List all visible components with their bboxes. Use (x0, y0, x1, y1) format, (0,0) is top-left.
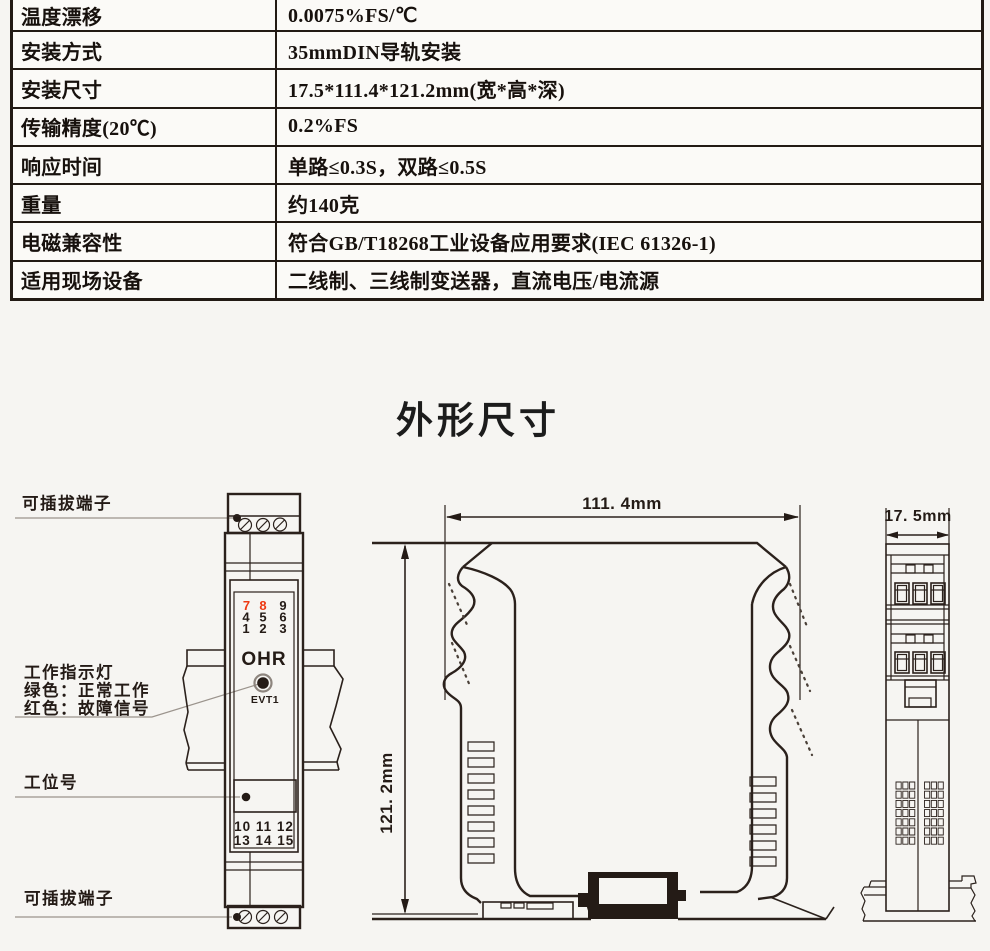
depth-dimension-label: 17. 5mm (884, 508, 952, 525)
terminal-number: 9 (279, 598, 286, 613)
callout-top-terminal: 可插拔端子 (22, 493, 112, 513)
vent-slots-left (467, 741, 495, 864)
spec-value: 单路≤0.3S，双路≤0.5S (275, 144, 984, 186)
din-rail-right (303, 649, 344, 771)
rail-latch (904, 679, 937, 708)
body-top-details (225, 533, 303, 580)
leader-dot (241, 792, 251, 802)
hidden-edge-dots-left (447, 582, 472, 688)
terminal-numbers-bottom-row2: 13 14 15 (234, 833, 295, 848)
section-title: 外形尺寸 (396, 400, 560, 441)
front-panel (229, 579, 299, 853)
body-bottom-details (225, 852, 303, 906)
spec-label: 响应时间 (10, 144, 277, 186)
rail-clip-slider (482, 901, 574, 920)
table-row: 温度漂移 0.0075%FS/℃ (10, 0, 984, 32)
terminal-number: 7 (243, 598, 250, 613)
terminal-number: 5 (259, 610, 266, 625)
arrowhead (886, 531, 898, 539)
spec-value: 二线制、三线制变送器，直流电压/电流源 (275, 259, 984, 301)
terminal-section-middle (886, 619, 949, 681)
callout-indicator-title: 工作指示灯 (24, 662, 114, 682)
arrowhead (784, 513, 799, 521)
body-split-line (886, 719, 949, 911)
front-view-drawing: 可插拔端子 工作指示灯 绿色：正常工作 红色：故障信号 工位号 可插拔端子 (15, 492, 344, 930)
top-terminal-block (226, 492, 302, 535)
rail-behind-body (860, 875, 977, 922)
terminal-number: 2 (259, 621, 266, 636)
led-label: EVT1 (251, 694, 279, 706)
end-view-drawing: 17. 5mm (860, 508, 977, 922)
module-body (223, 531, 305, 909)
arrowhead (401, 899, 409, 914)
spec-value: 符合GB/T18268工业设备应用要求(IEC 61326-1) (275, 221, 984, 262)
spec-value: 0.0075%FS/℃ (275, 0, 984, 32)
spec-label: 适用现场设备 (10, 259, 277, 301)
spec-value: 17.5*111.4*121.2mm(宽*高*深) (275, 68, 984, 109)
callout-indicator-green: 绿色：正常工作 (24, 680, 150, 700)
table-row: 重量 约140克 (10, 183, 984, 224)
status-led (253, 673, 273, 693)
din-rail-left (182, 649, 225, 771)
spec-label: 安装方式 (10, 29, 277, 71)
terminal-number: 8 (259, 598, 266, 613)
arrowhead (937, 531, 949, 539)
side-view-drawing: 111. 4mm 121. 2mm (372, 494, 835, 921)
terminal-number: 1 (242, 621, 249, 636)
table-row: 传输精度(20℃) 0.2%FS (10, 106, 984, 147)
terminal-number: 3 (279, 621, 286, 636)
spec-value: 约140克 (275, 183, 984, 224)
spec-table: 温度漂移 0.0075%FS/℃ 安装方式 35mmDIN导轨安装 安装尺寸 1… (10, 0, 984, 301)
spec-value: 0.2%FS (275, 106, 984, 147)
extension-lines-depth (885, 508, 950, 545)
table-row: 适用现场设备 二线制、三线制变送器，直流电压/电流源 (10, 259, 984, 301)
station-tag-plate (233, 779, 297, 813)
housing-profile (372, 541, 814, 911)
arrowhead (401, 544, 409, 559)
table-row: 安装方式 35mmDIN导轨安装 (10, 29, 984, 71)
table-row: 安装尺寸 17.5*111.4*121.2mm(宽*高*深) (10, 68, 984, 109)
vent-grid-left (895, 781, 916, 845)
hidden-edge-dots-right (788, 582, 814, 757)
terminal-numbers-top: 7 8 9 4 5 6 1 2 3 (242, 598, 286, 636)
terminal-number: 4 (242, 610, 250, 625)
spec-label: 重量 (10, 183, 277, 224)
spec-label: 电磁兼容性 (10, 221, 277, 262)
brand-logo: OHR (241, 649, 286, 670)
front-panel-inner (233, 591, 295, 849)
width-dimension-label: 111. 4mm (582, 494, 662, 513)
extension-lines-width (444, 505, 801, 700)
din-rail-section (372, 872, 835, 921)
height-dimension-label: 121. 2mm (377, 752, 396, 834)
vent-grid-right (924, 781, 944, 845)
callout-bottom-terminal: 可插拔端子 (24, 888, 114, 908)
leader-line-indicator (15, 683, 260, 718)
spec-label: 传输精度(20℃) (10, 106, 277, 147)
spec-label: 温度漂移 (10, 0, 277, 32)
screw-terminal (237, 517, 288, 533)
spec-value: 35mmDIN导轨安装 (275, 29, 984, 71)
spec-label: 安装尺寸 (10, 68, 277, 109)
bottom-terminal-block (226, 904, 302, 930)
callout-indicator-red: 红色：故障信号 (24, 698, 150, 718)
terminal-number: 6 (279, 610, 286, 625)
callout-station-number: 工位号 (24, 772, 78, 792)
arrowhead (446, 513, 461, 521)
table-row: 电磁兼容性 符合GB/T18268工业设备应用要求(IEC 61326-1) (10, 221, 984, 262)
terminal-section-top (886, 563, 949, 610)
terminal-numbers-bottom-row1: 10 11 12 (234, 819, 294, 834)
vent-slots-right (749, 776, 777, 867)
table-row: 响应时间 单路≤0.3S，双路≤0.5S (10, 144, 984, 186)
